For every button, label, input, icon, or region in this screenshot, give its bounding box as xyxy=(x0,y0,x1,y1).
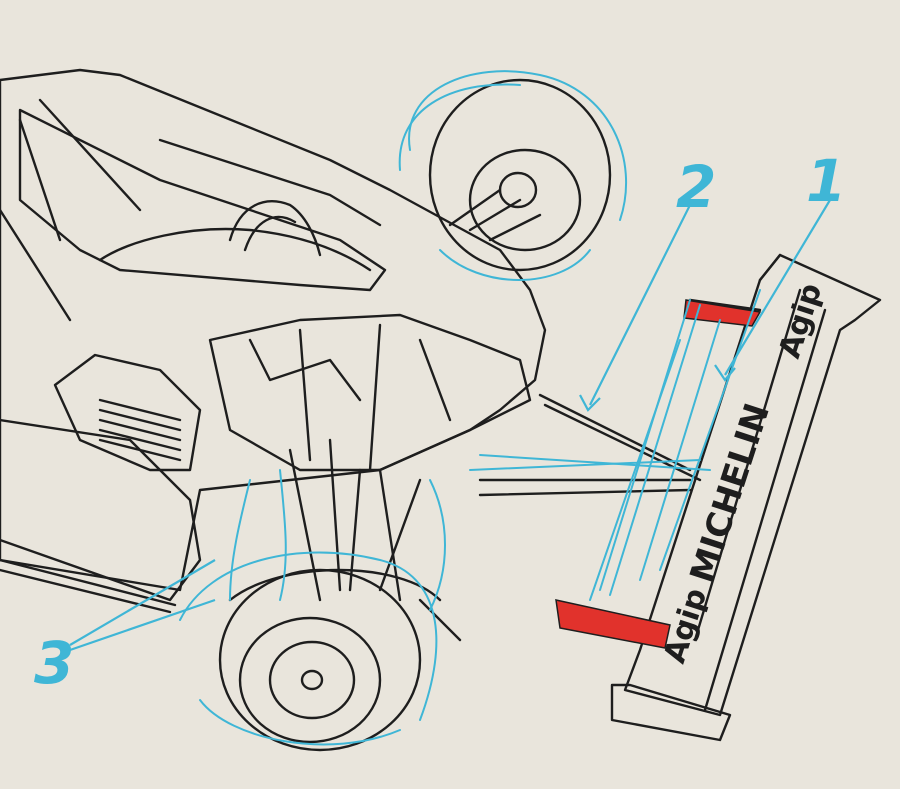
gurney-flap-upper xyxy=(683,299,762,327)
rear-wheel-upper xyxy=(428,78,612,272)
wing-sponsor-main: MICHELIN xyxy=(683,399,778,588)
leader-3a xyxy=(69,559,216,646)
callout-leaders xyxy=(69,199,831,652)
airflow-lines xyxy=(179,70,761,746)
leader-2-arrow xyxy=(579,394,601,412)
chassis-body xyxy=(0,68,547,592)
leader-1-arrow xyxy=(714,364,736,382)
cockpit xyxy=(18,108,387,292)
gurney-flaps xyxy=(555,299,762,649)
gearbox xyxy=(208,313,532,472)
rear-wing-endplate xyxy=(610,683,732,742)
leader-3b xyxy=(69,598,216,652)
gurney-flap-lower xyxy=(555,599,671,649)
radiator-intake xyxy=(53,353,202,472)
leader-1 xyxy=(724,199,831,376)
sidepod xyxy=(0,418,202,602)
callout-3: 3 xyxy=(34,629,75,697)
callout-1: 1 xyxy=(806,147,847,215)
leader-2 xyxy=(589,204,691,406)
callout-2: 2 xyxy=(676,153,717,221)
